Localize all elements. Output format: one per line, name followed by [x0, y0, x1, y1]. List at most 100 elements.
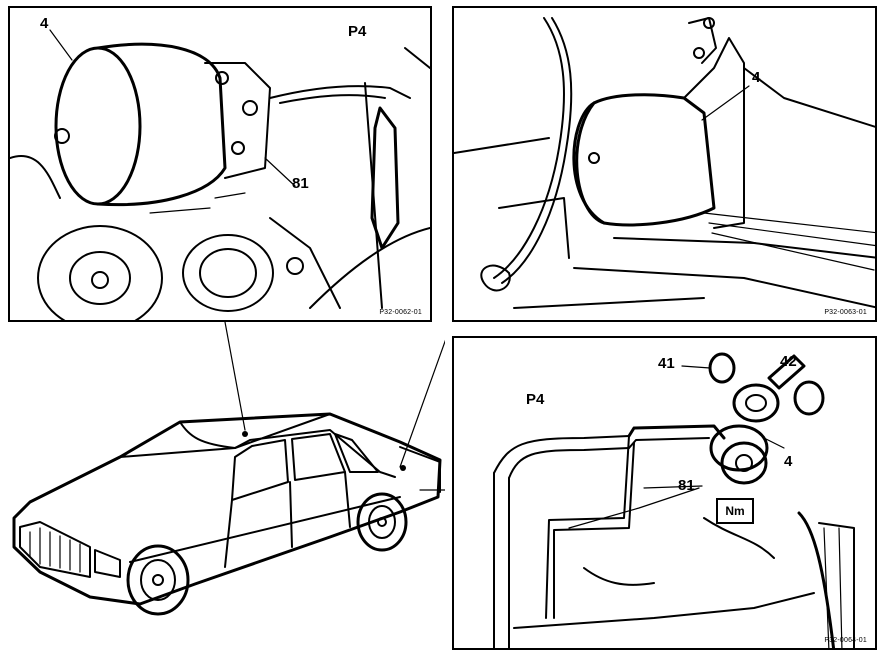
- floor-edge: [513, 592, 815, 629]
- rear-hubcap: [368, 505, 396, 539]
- sedan-car-icon: [12, 322, 445, 616]
- line-p4: [269, 85, 411, 99]
- car-body: [12, 412, 442, 606]
- port-center: [735, 454, 753, 472]
- figure-code: P32-0064-01: [824, 637, 867, 644]
- reservoir-body: [96, 42, 227, 207]
- floor-edge: [573, 267, 875, 309]
- hex-nut: [793, 380, 825, 416]
- engine-bay-illustration: [10, 29, 430, 320]
- callout-line-p4: P4: [526, 391, 545, 408]
- nut-41: [708, 352, 736, 384]
- reservoir-body: [575, 93, 716, 227]
- headlight: [94, 549, 121, 578]
- wheel-well-illustration: [454, 17, 875, 309]
- callout-component-4: 4: [40, 15, 49, 32]
- bracket-bolt: [231, 141, 245, 155]
- mount-bolt: [54, 128, 70, 144]
- callout-screw-81: 81: [292, 175, 309, 192]
- callout-component-4: 4: [752, 69, 761, 86]
- reservoir-bracket: [204, 62, 271, 179]
- frame-edge: [10, 155, 61, 199]
- torque-symbol: Nm: [716, 498, 754, 524]
- front-window: [231, 439, 289, 501]
- hatching: [568, 487, 700, 529]
- leader-line-4: [49, 29, 73, 61]
- callout-nut-41: 41: [658, 355, 675, 372]
- detail-panel-top-right: 4 P32-0063-01: [452, 6, 877, 322]
- trunk-edge: [399, 446, 441, 493]
- rear-wheel: [356, 492, 408, 552]
- upper-mount-bolt: [703, 17, 715, 29]
- bracket-bolt: [215, 71, 229, 85]
- reservoir-end-cap: [54, 46, 142, 206]
- body-frame: [493, 472, 510, 648]
- rear-wheel-center: [377, 517, 387, 527]
- reservoir-mounting-illustration: [493, 352, 855, 648]
- line-p4: [627, 424, 726, 440]
- pointer-dot: [242, 431, 248, 437]
- callout-component-4: 4: [784, 453, 793, 470]
- pointer-line-wheel-well: [399, 339, 445, 468]
- callout-screw-81: 81: [678, 477, 695, 494]
- door-seam: [224, 471, 351, 568]
- washer-hole: [745, 394, 767, 412]
- figure-code: P32-0062-01: [379, 309, 422, 316]
- pointer-line-engine-bay: [224, 322, 246, 431]
- brake-line-outline: [501, 17, 573, 284]
- fender-edge: [797, 511, 836, 648]
- leader-line-4: [701, 85, 750, 121]
- brake-line: [493, 17, 565, 279]
- detail-panel-bottom-right: P4 41 42 4 81 Nm P32-0064-01: [452, 336, 877, 650]
- body-panel-edge: [498, 197, 570, 259]
- grille: [19, 521, 91, 578]
- leader-line-4: [763, 437, 785, 449]
- body-panel-edge: [743, 67, 875, 128]
- hose-clamp: [286, 257, 304, 275]
- bracket-bolt: [242, 100, 258, 116]
- front-wheel: [126, 544, 190, 616]
- grille-slats: [29, 527, 81, 573]
- upper-mount-bolt: [693, 47, 705, 59]
- mounting-bolt: [767, 354, 806, 390]
- body-frame: [493, 435, 630, 474]
- line-p4-outline: [279, 94, 386, 104]
- pulley-hub: [69, 251, 131, 305]
- nm-leader: [703, 517, 775, 559]
- body-panel-edge: [454, 137, 550, 154]
- front-wheel-center: [152, 574, 164, 586]
- leader-line-81: [643, 485, 703, 489]
- firewall-fitting: [370, 106, 400, 250]
- air-intake-inner: [199, 248, 257, 298]
- reservoir-port: [720, 441, 768, 485]
- air-intake: [182, 234, 274, 312]
- upper-mount: [688, 17, 717, 64]
- line-route: [545, 435, 630, 619]
- leader-line-41: [681, 365, 711, 369]
- roof-edge: [234, 429, 396, 478]
- line-route: [553, 442, 635, 619]
- bracket: [683, 37, 745, 229]
- reservoir-end-cap: [572, 101, 606, 225]
- line-p4-outline: [628, 437, 710, 449]
- figure-code: P32-0063-01: [824, 309, 867, 316]
- frame-edge: [309, 227, 430, 309]
- windshield: [179, 421, 236, 449]
- washer-42: [732, 383, 780, 423]
- hatching: [149, 192, 246, 214]
- pointer-dot: [400, 465, 406, 471]
- hatching: [823, 527, 843, 648]
- hose: [269, 217, 341, 309]
- mount-bolt: [588, 152, 600, 164]
- body-frame: [508, 447, 630, 479]
- pulley: [37, 225, 163, 320]
- callout-line-p4: P4: [348, 23, 367, 40]
- fender-edge: [818, 522, 855, 648]
- line-clip: [480, 264, 511, 292]
- leader-line-81: [264, 157, 296, 187]
- pulley-center: [91, 271, 109, 289]
- frame-edge: [404, 47, 430, 69]
- front-hubcap: [140, 559, 176, 601]
- floor-edge: [513, 297, 705, 309]
